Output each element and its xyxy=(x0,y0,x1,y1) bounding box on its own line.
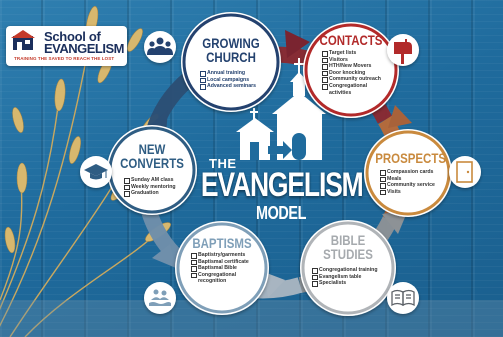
growing-church-title-line1: GROWING xyxy=(202,35,260,51)
baptism-icon xyxy=(149,289,171,306)
new-converts-title-line1: NEW xyxy=(138,141,166,157)
bible-studies-list: Congregational training Evangelism table… xyxy=(312,267,378,287)
list-item: HTH/New Movers xyxy=(322,63,381,70)
bible-studies-title-line1: BIBLE xyxy=(330,232,366,248)
arrowhead-contacts xyxy=(285,30,310,58)
church-icon xyxy=(236,58,326,160)
list-item: Evangelism table xyxy=(312,274,378,281)
logo-mark-icon xyxy=(11,30,35,50)
list-item: Local campaigns xyxy=(200,77,256,84)
list-item: Congregational training xyxy=(312,267,378,274)
prospects-list: Compassion cards Meals Community service… xyxy=(380,169,435,195)
open-book-icon xyxy=(391,289,415,307)
baptisms-list: Baptistry/garments Baptismal certificate… xyxy=(191,252,249,285)
baptisms-title: BAPTISMS xyxy=(189,236,255,250)
list-item: Visitors xyxy=(322,57,381,64)
list-item: Baptismal Bible xyxy=(191,265,249,272)
list-item: Congregational activities xyxy=(322,83,377,96)
prospects-title: PROSPECTS xyxy=(375,150,447,166)
prospects-title-line1: PROSPECTS xyxy=(375,150,447,166)
new-converts-title-line2: CONVERTS xyxy=(120,155,184,171)
list-item: Door knocking xyxy=(322,70,381,77)
bible-studies-circle xyxy=(300,220,396,316)
prospects-circle xyxy=(364,129,452,217)
baptisms-title-line1: BAPTISMS xyxy=(192,235,252,251)
list-item: Congregational recognition xyxy=(191,272,244,285)
growing-church-list: Annual training Local campaigns Advanced… xyxy=(200,70,256,90)
arrowhead-converts xyxy=(152,244,176,268)
list-item: Specialists xyxy=(312,280,378,287)
new-converts-list: Sunday AM class Weekly mentoring Graduat… xyxy=(124,177,176,197)
bible-studies-title: BIBLE STUDIES xyxy=(315,233,381,261)
mailbox-icon xyxy=(394,39,412,64)
list-item: Baptistry/garments xyxy=(191,252,249,259)
bible-studies-title-line2: STUDIES xyxy=(323,246,373,262)
list-item: Community outreach xyxy=(322,76,381,83)
list-item: Weekly mentoring xyxy=(124,184,176,191)
new-converts-title: NEW CONVERTS xyxy=(119,142,185,170)
list-item: Compassion cards xyxy=(380,169,435,176)
logo-line2: EVANGELISM xyxy=(44,41,125,56)
contacts-title-line1: CONTACTS xyxy=(319,32,383,48)
center-subtitle: MODEL xyxy=(256,203,306,223)
contacts-circle xyxy=(303,22,399,118)
wheat-stalks-decoration xyxy=(0,9,161,337)
list-item: Annual training xyxy=(200,70,256,77)
center-title: EVANGELISM xyxy=(200,166,364,204)
contacts-list: Target lists Visitors HTH/New Movers Doo… xyxy=(322,50,381,96)
logo-line1: School of xyxy=(44,29,101,44)
graduation-cap-icon xyxy=(84,164,108,180)
list-item: Meals xyxy=(380,176,435,183)
list-item: Advanced seminars xyxy=(200,83,256,90)
growing-church-title-line2: CHURCH xyxy=(206,49,256,65)
center-the: THE xyxy=(209,156,237,171)
list-item: Graduation xyxy=(124,190,176,197)
list-item: Target lists xyxy=(322,50,381,57)
people-icon xyxy=(147,37,173,55)
door-icon xyxy=(456,161,473,183)
list-item: Visits xyxy=(380,189,435,196)
list-item: Baptismal certificate xyxy=(191,259,249,266)
arrowhead-baptisms xyxy=(264,272,285,298)
growing-church-title: GROWING CHURCH xyxy=(198,36,264,64)
arrowhead-prospects xyxy=(388,105,412,128)
list-item: Sunday AM class xyxy=(124,177,176,184)
logo-tagline: TRAINING THE SAVED TO REACH THE LOST xyxy=(14,56,115,61)
growing-church-circle xyxy=(181,12,281,112)
list-item: Community service xyxy=(380,182,435,189)
contacts-title: CONTACTS xyxy=(318,33,384,47)
school-of-evangelism-logo: School of EVANGELISM TRAINING THE SAVED … xyxy=(6,26,127,66)
baptisms-circle xyxy=(175,221,269,315)
